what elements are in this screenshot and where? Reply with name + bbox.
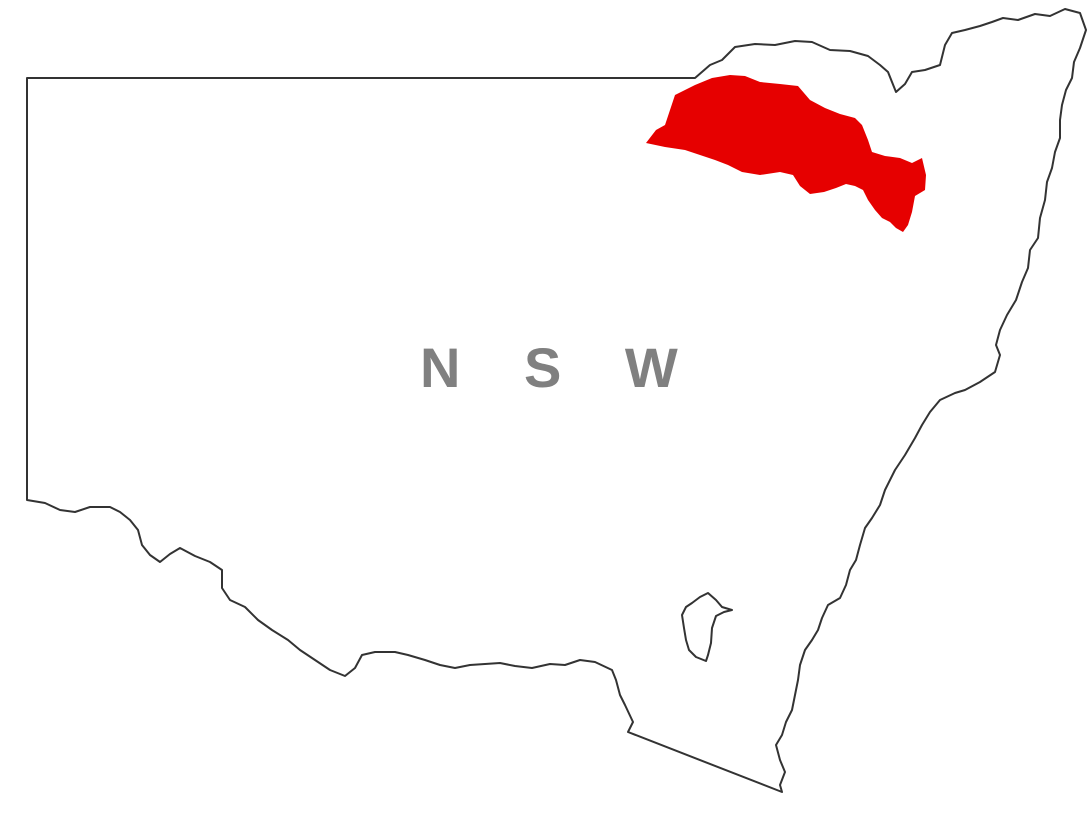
- highlighted-region: [646, 75, 926, 232]
- act-territory-outline: [681, 592, 733, 662]
- state-label: N S W: [420, 336, 702, 399]
- nsw-state-outline: [26, 8, 1087, 793]
